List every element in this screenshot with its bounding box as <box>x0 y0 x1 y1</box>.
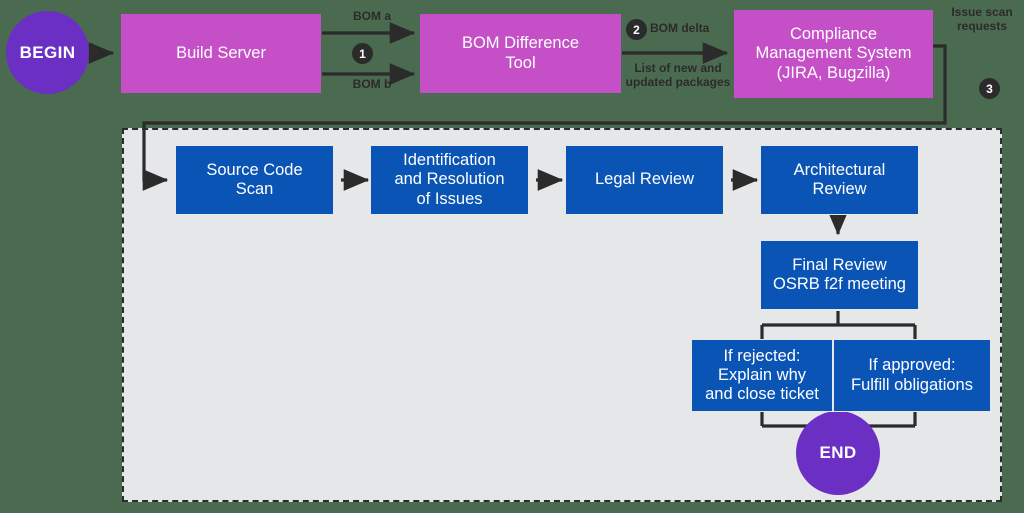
edge-final-split <box>760 311 917 339</box>
node-bom-difference-tool: BOM Difference Tool <box>420 14 621 93</box>
badge-two: 2 <box>626 19 647 40</box>
edge-label-bom-delta: BOM delta <box>650 21 710 35</box>
badge-three: 3 <box>979 78 1000 99</box>
badge-one-label: 1 <box>359 46 366 61</box>
badge-three-label: 3 <box>986 81 993 96</box>
end-terminator: END <box>796 411 880 495</box>
node-if-rejected: If rejected: Explain why and close ticke… <box>691 339 833 412</box>
node-build-server: Build Server <box>121 14 321 93</box>
node-source-code-scan: Source Code Scan <box>175 145 334 215</box>
node-legal-review: Legal Review <box>565 145 724 215</box>
edge-outcomes-join <box>760 412 917 440</box>
edge-issue-scan-requests <box>142 44 947 191</box>
edge-label-bom-a: BOM a <box>352 9 391 23</box>
begin-terminator: BEGIN <box>6 11 89 94</box>
node-identification-and-resolution: Identification and Resolution of Issues <box>370 145 529 215</box>
edge-label-list-of-packages: List of new and updated packages <box>625 61 731 89</box>
edge-label-issue-scan-requests: Issue scan requests <box>951 5 1013 33</box>
node-compliance-management-system: Compliance Management System (JIRA, Bugz… <box>734 10 933 98</box>
node-final-review: Final Review OSRB f2f meeting <box>760 240 919 310</box>
node-if-approved: If approved: Fulfill obligations <box>833 339 991 412</box>
edge-label-bom-b: BOM b <box>352 77 392 91</box>
end-label: END <box>819 443 857 463</box>
badge-one: 1 <box>352 43 373 64</box>
node-architectural-review: Architectural Review <box>760 145 919 215</box>
begin-label: BEGIN <box>19 42 76 62</box>
badge-two-label: 2 <box>633 22 640 37</box>
